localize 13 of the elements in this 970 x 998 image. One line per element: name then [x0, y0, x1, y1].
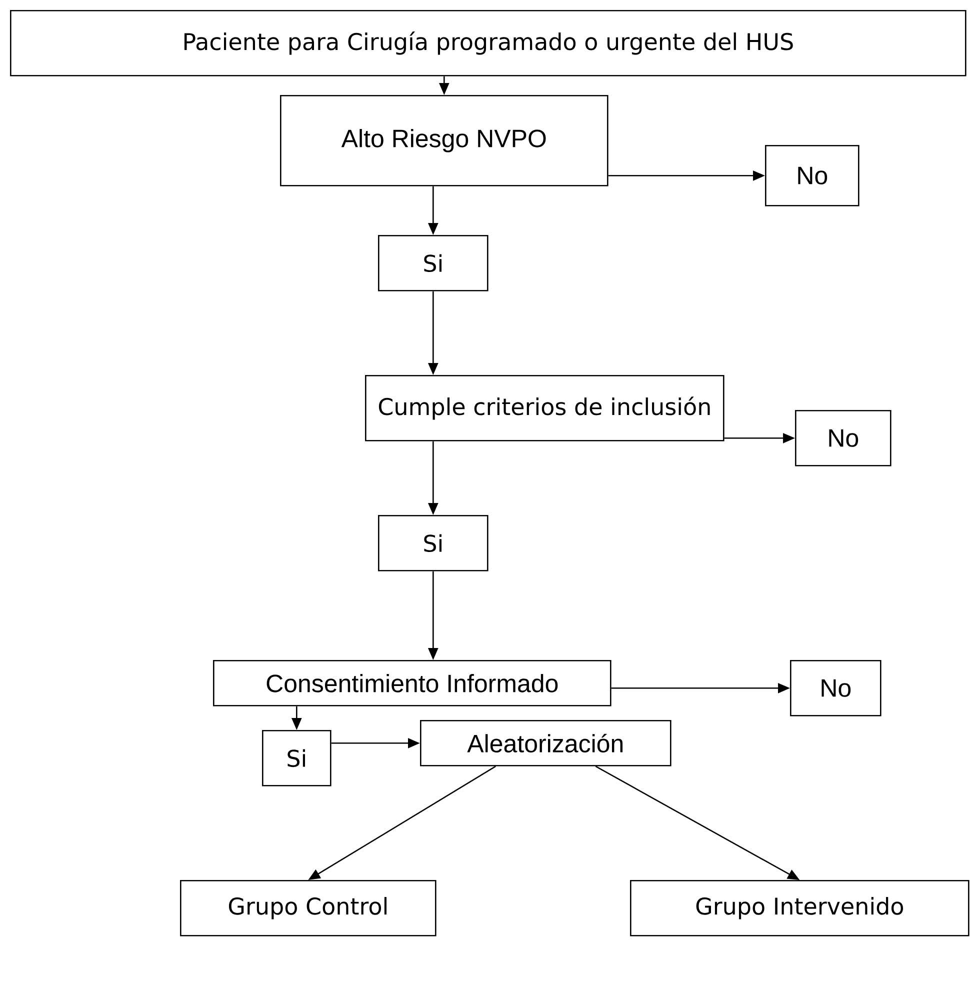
process-box: Cumple criterios de inclusión — [365, 375, 724, 442]
process-box: No — [765, 145, 860, 206]
process-box: Grupo Intervenido — [630, 880, 970, 936]
process-box: Si — [378, 515, 488, 572]
process-box: No — [795, 410, 892, 466]
process-box: Consentimiento Informado — [213, 660, 612, 706]
process-box: Paciente para Cirugía programado o urgente del HUS — [10, 10, 966, 76]
process-box: Si — [262, 730, 332, 786]
process-box: Grupo Control — [180, 880, 436, 936]
process-box: Aleatorización — [420, 720, 672, 766]
process-box: Alto Riesgo NVPO — [280, 95, 608, 186]
process-box: Si — [378, 235, 488, 292]
process-box: No — [790, 660, 882, 716]
